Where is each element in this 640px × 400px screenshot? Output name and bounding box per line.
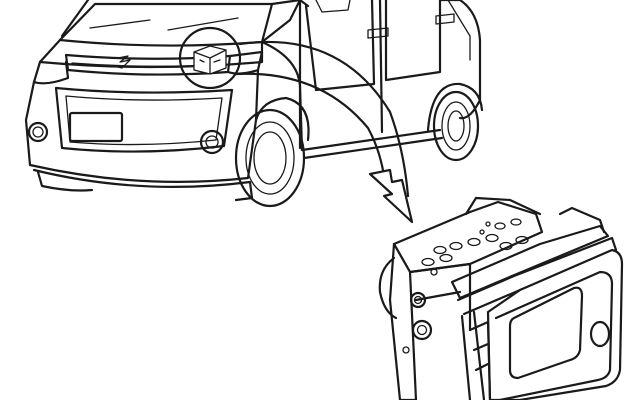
front-lip-lower [36, 170, 94, 192]
abs-hydraulic-unit [378, 196, 624, 400]
windshield [58, 2, 274, 47]
headlight-left [32, 60, 70, 85]
intake-inner [65, 95, 223, 146]
ecu-front-panel [494, 270, 614, 400]
abs-actuator-icon [193, 45, 227, 75]
front-door [298, 0, 376, 150]
mounting-stud [558, 206, 606, 234]
rear-arch [426, 82, 484, 132]
ecu-housing [486, 248, 624, 400]
arrow-icon [368, 168, 414, 224]
rear-door-handle [435, 13, 455, 25]
front-wheel [234, 108, 306, 208]
hood [38, 38, 264, 69]
rear-window-edge [447, 0, 471, 61]
top-step [464, 196, 542, 216]
ecu-label-plate [508, 286, 584, 380]
wiper-left [89, 19, 151, 29]
valve-block-side [408, 262, 472, 332]
fog-lamp-right [199, 129, 225, 155]
leader-line-outer [238, 40, 410, 198]
callout-circle [178, 26, 242, 90]
ecu-connector [468, 320, 492, 400]
suzuki-emblem-icon [113, 55, 131, 69]
a-pillar [260, 0, 302, 44]
rear-quarter [438, 0, 482, 120]
roof-line [60, 0, 310, 38]
side-ports [402, 268, 438, 354]
front-lip [32, 168, 254, 202]
lower-intake [54, 86, 234, 153]
abs-location-callout [178, 26, 242, 90]
pump-motor [378, 256, 398, 320]
fog-lamp-left [27, 121, 49, 143]
wiper-right [167, 17, 239, 31]
license-plate [68, 111, 124, 143]
rocker-panel [300, 128, 444, 160]
seal-band-2 [456, 236, 618, 316]
ecu-vent-plug [589, 320, 611, 348]
side-mirror [315, 0, 351, 13]
front-door-handle [367, 27, 389, 39]
rear-wheel [432, 90, 480, 162]
top-ports [421, 218, 529, 267]
front-fascia [24, 68, 260, 183]
leader-lines [234, 40, 410, 198]
rear-door [378, 0, 442, 134]
leader-line-inner [234, 72, 386, 178]
valve-block-front [388, 242, 418, 400]
vehicle-drawing [24, 0, 484, 208]
